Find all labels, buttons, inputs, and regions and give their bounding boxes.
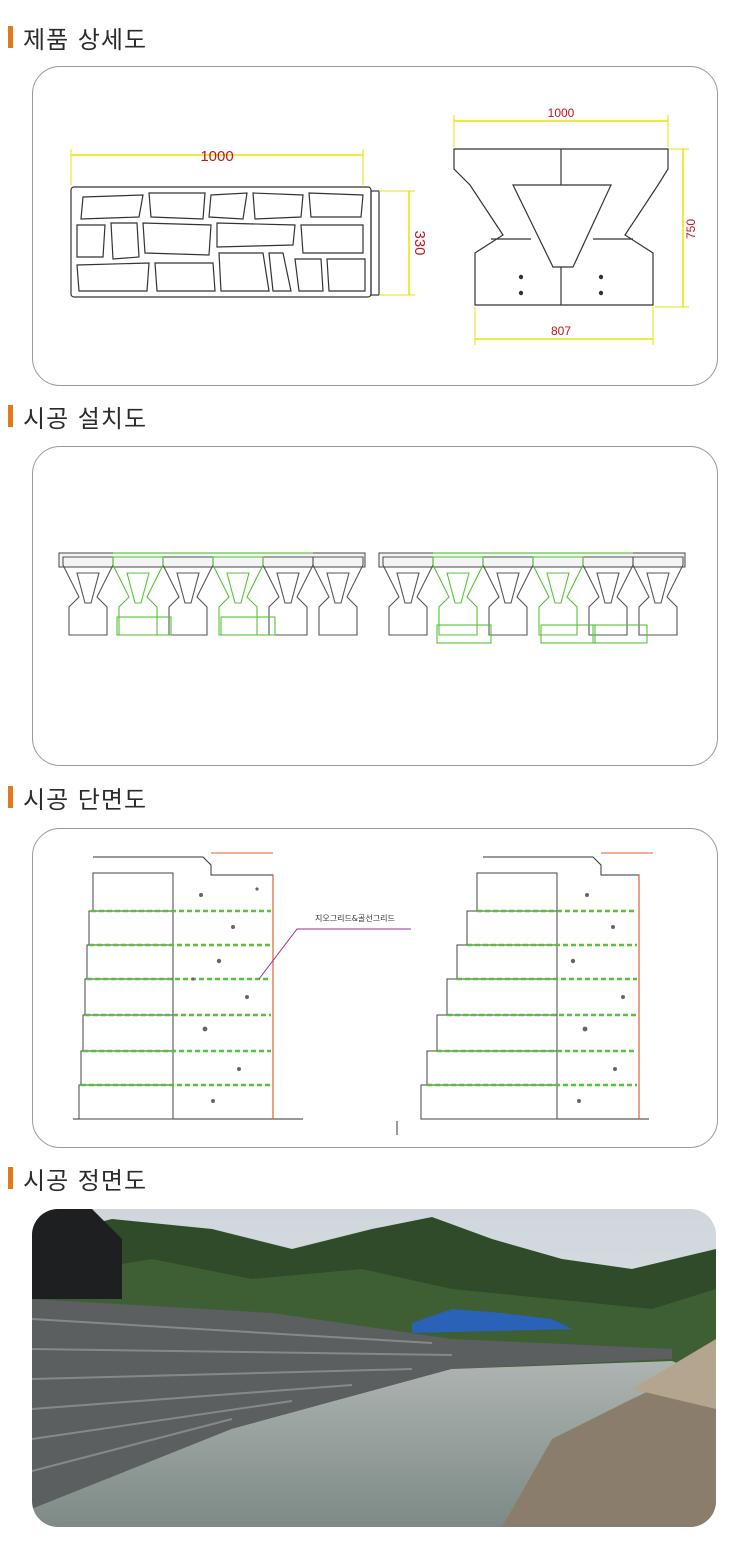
section-title-front-view: 시공 정면도 (8, 1163, 148, 1195)
front-width-label: 1000 (200, 148, 233, 165)
installation-drawing (58, 552, 686, 644)
side-height-label: 750 (684, 219, 698, 239)
title-accent-bar (8, 26, 13, 48)
title-accent-bar (8, 1167, 13, 1189)
side-top-label: 1000 (548, 106, 575, 120)
cross-section-right (420, 852, 653, 1120)
construction-photo (32, 1209, 716, 1527)
installation-right (378, 552, 686, 644)
section-title-installation: 시공 설치도 (8, 401, 148, 433)
cross-section-left (73, 852, 303, 1120)
construction-photo-illustration (32, 1209, 716, 1527)
dimension-side-height: 750 (655, 148, 698, 308)
dimension-side-bottom: 807 (474, 307, 654, 345)
cross-section-panel: 지오그리드&골선그리드 (32, 828, 718, 1148)
cross-section-drawing: 지오그리드&골선그리드 (73, 852, 653, 1135)
title-accent-bar (8, 786, 13, 808)
section-title-cross-section: 시공 단면도 (8, 782, 148, 814)
dimension-front-height: 330 (379, 190, 428, 296)
product-detail-drawing: 1000 330 1000 (70, 106, 698, 345)
section-title-text: 시공 단면도 (23, 785, 148, 814)
dimension-side-top: 1000 (453, 106, 669, 147)
front-height-label: 330 (411, 230, 428, 255)
title-accent-bar (8, 405, 13, 427)
section-title-text: 시공 정면도 (23, 1166, 148, 1195)
section-title-text: 시공 설치도 (23, 404, 148, 433)
side-bottom-label: 807 (551, 324, 571, 338)
section-title-text: 제품 상세도 (23, 25, 148, 54)
geogrid-label: 지오그리드&골선그리드 (315, 914, 395, 923)
block-side-view (453, 148, 669, 306)
block-front-view (70, 186, 380, 298)
section-title-detail: 제품 상세도 (8, 22, 148, 54)
cross-section-annotation: 지오그리드&골선그리드 (258, 914, 411, 980)
product-detail-panel: 1000 330 1000 (32, 66, 718, 386)
installation-left (58, 552, 366, 636)
dimension-front-width: 1000 (70, 148, 364, 185)
installation-panel (32, 446, 718, 766)
